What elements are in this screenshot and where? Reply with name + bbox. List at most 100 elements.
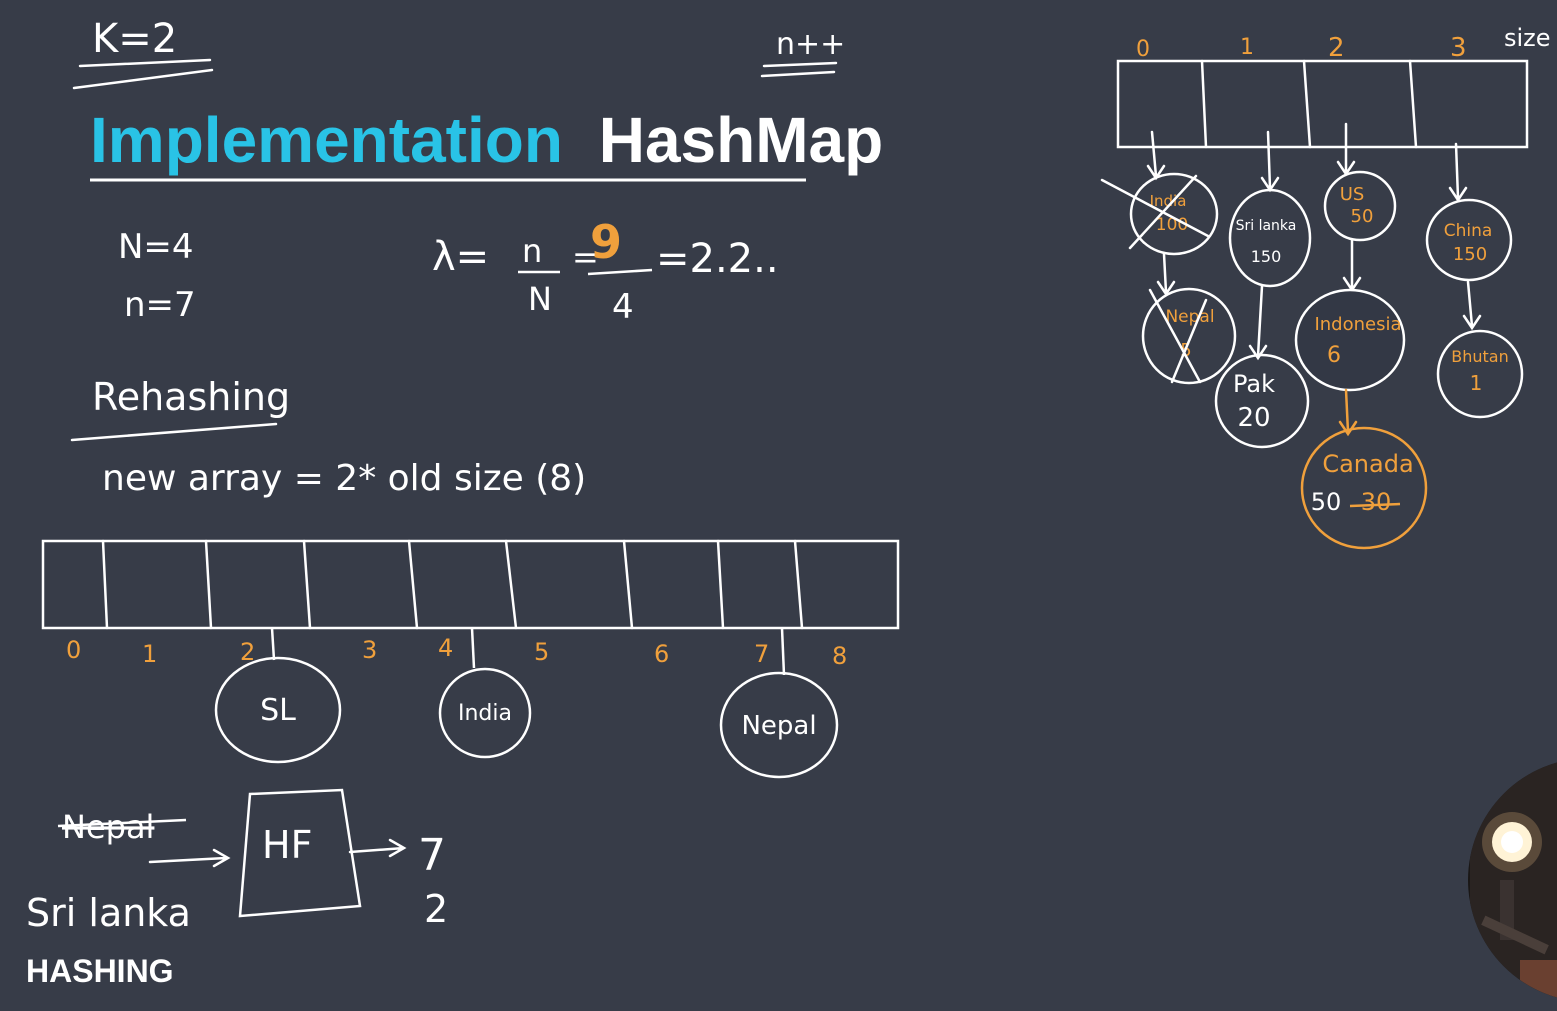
node-indonesia-name: Indonesia [1314, 314, 1401, 335]
node-canada-value: 50 [1311, 488, 1342, 516]
node-nepal-old-cross [1148, 288, 1208, 384]
old-array-dividers [1200, 59, 1418, 149]
old-array-frame [1116, 59, 1529, 149]
hash-function-diagram: Nepal HF 7 2 Sri lanka [26, 788, 448, 935]
hf-box [238, 788, 362, 918]
node-nepal: Nepal [719, 627, 839, 779]
node-nepal-old-circle [1141, 287, 1237, 385]
node-india-circle [438, 667, 532, 759]
param-N: N=4 [118, 227, 194, 267]
node-nepal-old-name: Nepal [1165, 307, 1214, 327]
node-sl-circle [214, 656, 342, 764]
node-indonesia-next-arrow [1338, 388, 1358, 437]
new-index-2: 2 [240, 638, 255, 666]
hf-box-label: HF [262, 823, 312, 867]
hf-input-nepal: Nepal [62, 808, 154, 846]
node-pak-name: Pak [1233, 370, 1275, 398]
new-index-3: 3 [362, 636, 377, 664]
node-us-next-arrow [1342, 238, 1362, 293]
old-array-size-label: size [1504, 24, 1551, 52]
node-us-value: 50 [1351, 206, 1374, 227]
node-china-next-arrow [1462, 280, 1482, 331]
node-indonesia-value: 6 [1327, 343, 1341, 368]
bucket-3-arrow [1448, 142, 1468, 203]
lambda-symbol: λ= [432, 234, 489, 280]
old-array: 0 1 2 3 size [1116, 24, 1551, 149]
node-srilanka-value: 150 [1251, 247, 1282, 266]
k-value-label: K=2 [92, 16, 177, 62]
node-sl-label: SL [260, 693, 296, 728]
new-index-7: 7 [754, 640, 769, 668]
new-index-0: 0 [66, 636, 81, 664]
fraction-denominator: 4 [612, 287, 634, 327]
node-india-old-cross [1100, 174, 1210, 250]
node-india-link [470, 627, 476, 669]
node-bhutan-name: Bhutan [1451, 347, 1508, 366]
new-array-dividers [101, 539, 804, 630]
node-canada-old-value: 30 [1361, 488, 1392, 516]
hf-output-7: 7 [418, 830, 446, 881]
old-index-2: 2 [1328, 33, 1345, 63]
node-nepal-circle [719, 671, 839, 779]
old-index-3: 3 [1450, 33, 1467, 63]
node-nepal-label: Nepal [741, 711, 816, 741]
new-index-6: 6 [654, 640, 669, 668]
rehashing-formula: new array = 2* old size (8) [102, 458, 586, 499]
node-bhutan-circle [1436, 329, 1524, 419]
lambda-numerator: n [522, 232, 542, 270]
bucket-0-arrow [1146, 130, 1166, 181]
node-bhutan-value: 1 [1470, 371, 1483, 395]
node-india-label: India [458, 701, 512, 726]
rehashing-heading: Rehashing [92, 375, 290, 419]
node-china-circle [1425, 198, 1513, 282]
hf-input-nepal-strike [57, 818, 187, 828]
new-index-1: 1 [142, 640, 157, 668]
node-china-value: 150 [1453, 244, 1487, 265]
k-underline [72, 58, 214, 90]
node-canada-name: Canada [1322, 450, 1413, 478]
hf-input-arrow [148, 848, 231, 868]
node-srilanka-circle [1228, 188, 1312, 288]
footer-hashing-label: HASHING [26, 953, 174, 989]
node-china-name: China [1444, 221, 1493, 241]
node-srilanka-name: Sri lanka [1236, 218, 1297, 234]
node-india-old-next-arrow [1156, 252, 1176, 297]
title-part-implementation: Implementation [90, 104, 563, 176]
new-array-frame [41, 539, 900, 630]
node-us-circle [1323, 170, 1397, 242]
node-pak-value: 20 [1237, 403, 1270, 433]
hf-input-srilanka: Sri lanka [26, 891, 191, 935]
fraction-numerator: 9 [590, 215, 622, 269]
node-nepal-link [780, 627, 786, 676]
bucket-2-arrow [1336, 122, 1356, 177]
bucket-2-chain: US 50 Indonesia 6 Canada 50 30 [1294, 122, 1428, 550]
bucket-0-chain: India 100 Nepal 5 [1100, 130, 1237, 385]
node-india: India [438, 627, 532, 759]
node-pak-circle [1214, 353, 1310, 449]
hf-output-2: 2 [424, 887, 448, 931]
bucket-3-chain: China 150 Bhutan 1 [1425, 142, 1524, 419]
node-srilanka-next-arrow [1248, 284, 1268, 361]
fraction-bar [587, 268, 653, 276]
bucket-1-chain: Sri lanka 150 Pak 20 [1214, 130, 1312, 449]
lambda-denominator: N [528, 280, 552, 318]
node-sl-link [270, 627, 276, 661]
counter-label: n++ [776, 27, 845, 62]
load-factor-formula: λ= n N = 9 4 =2.2.. [432, 215, 779, 327]
equals-sign-1: = [572, 238, 599, 276]
node-canada-circle [1300, 426, 1428, 550]
bucket-1-arrow [1260, 130, 1280, 193]
rehashing-underline [70, 422, 278, 442]
page-title: Implementation HashMap [90, 104, 883, 176]
new-index-5: 5 [534, 638, 549, 666]
load-factor-result: =2.2.. [656, 236, 779, 282]
param-n: n=7 [124, 285, 196, 325]
old-index-1: 1 [1240, 35, 1254, 60]
node-sl: SL [214, 627, 342, 764]
new-index-8: 8 [832, 642, 847, 670]
node-us-name: US [1340, 184, 1365, 205]
hf-output-arrow [348, 838, 407, 858]
old-index-0: 0 [1136, 37, 1150, 62]
webcam-overlay [1468, 760, 1557, 1002]
title-part-hashmap: HashMap [599, 104, 884, 176]
